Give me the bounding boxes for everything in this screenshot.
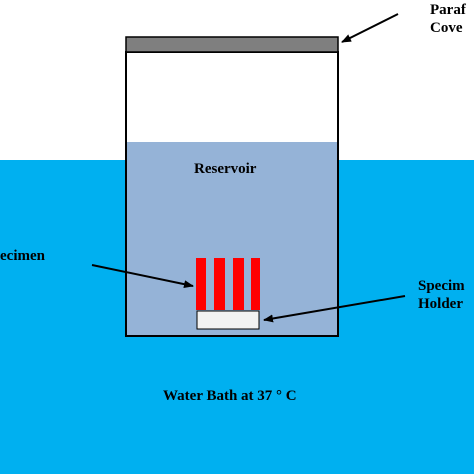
reservoir-label: Reservoir: [194, 161, 257, 177]
water-bath-label: Water Bath at 37 ° C: [163, 388, 297, 404]
specimen-bar-3: [233, 258, 244, 310]
specimen-bar-1: [196, 258, 206, 310]
parafilm-cover: [125, 36, 339, 53]
specimen-label: ecimen: [0, 248, 45, 264]
specimen-holder: [196, 310, 260, 330]
parafilm-label-line1: Paraf: [430, 2, 466, 18]
reservoir-liquid: [126, 142, 338, 336]
container-headspace: [126, 52, 338, 142]
parafilm-label-line2: Cove: [430, 20, 463, 36]
parafilm-arrow: [341, 13, 399, 43]
specimen-bar-2: [214, 258, 225, 310]
holder-arrow: [263, 295, 406, 323]
holder-label-line1: Specim: [418, 278, 465, 294]
specimen-arrow: [91, 264, 194, 289]
holder-label-line2: Holder: [418, 296, 463, 312]
specimen-bar-4: [251, 258, 260, 310]
